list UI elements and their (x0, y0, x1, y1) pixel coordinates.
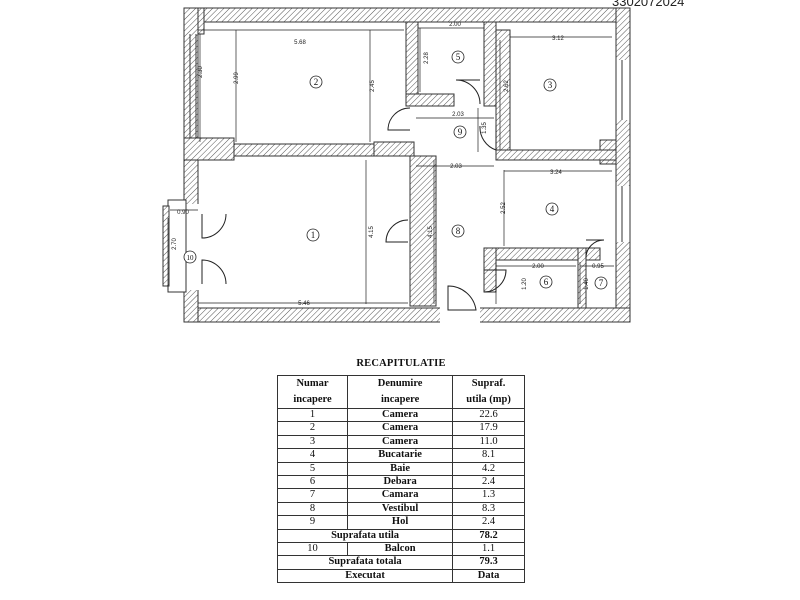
doors (201, 79, 605, 311)
header-area: Supraf. utila (mp) (452, 375, 525, 409)
svg-text:9: 9 (458, 127, 463, 137)
dim-r8-width: 2.03 (450, 164, 462, 170)
room-marker-6: 6 (539, 275, 553, 289)
outer-walls (183, 7, 631, 323)
svg-text:1: 1 (311, 230, 316, 240)
dim-r4-height: 2.52 (501, 202, 507, 214)
dim-r8-height: 4.15 (428, 226, 434, 238)
room-marker-8: 8 (451, 224, 465, 238)
svg-text:6: 6 (544, 277, 549, 287)
plan-reference-code: 3302072024 (612, 0, 684, 9)
dim-r2-width: 5.68 (294, 40, 306, 46)
dim-r4-width: 3.24 (550, 170, 562, 176)
svg-text:7: 7 (599, 278, 604, 288)
recap-section: RECAPITULATIE Numar incapere Denumire in… (276, 358, 525, 584)
header-room-number: Numar incapere (276, 375, 349, 409)
useful-area-total-row: Suprafata utila 78.2 (276, 528, 525, 544)
dimension-labels: 5.68 2.30 2.99 2.45 2.00 2.28 3.12 2.62 … (172, 22, 604, 307)
room-marker-9: 9 (453, 125, 467, 139)
room-marker-1: 1 (306, 228, 320, 242)
recap-header-row: Numar incapere Denumire incapere Supraf.… (276, 375, 525, 409)
recap-table: Numar incapere Denumire incapere Supraf.… (276, 375, 525, 584)
dim-r5-width: 2.00 (449, 22, 461, 28)
dim-r6-height: 1.20 (522, 278, 528, 290)
svg-text:10: 10 (187, 254, 195, 262)
dim-r1-height: 4.15 (369, 226, 375, 238)
dim-r9-height: 1.35 (482, 122, 488, 134)
room-marker-10: 10 (183, 250, 197, 264)
dim-r3-height: 2.62 (504, 80, 510, 92)
dim-r2-height: 2.99 (234, 72, 240, 84)
svg-text:5: 5 (456, 52, 461, 62)
grand-total-row: Suprafata totala 79.3 (276, 555, 525, 570)
dim-r7-height: 1.40 (584, 278, 590, 290)
header-room-name: Denumire incapere (347, 375, 454, 409)
recap-title: RECAPITULATIE (356, 358, 446, 369)
interior-walls (183, 21, 617, 309)
room-marker-5: 5 (451, 50, 465, 64)
dim-r5-height: 2.28 (424, 52, 430, 64)
dim-r10-width: 0.90 (177, 210, 189, 216)
svg-text:3: 3 (548, 80, 553, 90)
partial-footer-row: Executat Data (276, 568, 525, 584)
svg-text:8: 8 (456, 226, 461, 236)
dim-r6-width: 2.00 (532, 264, 544, 270)
svg-text:4: 4 (550, 204, 555, 214)
dim-r7-width: 0.95 (592, 264, 604, 270)
dim-r2-left: 2.30 (198, 66, 204, 78)
svg-text:2: 2 (314, 77, 319, 87)
dim-r9-width: 2.03 (452, 112, 464, 118)
room-marker-3: 3 (543, 78, 557, 92)
dim-r3-width: 3.12 (552, 36, 564, 42)
dim-r1-width: 5.46 (298, 301, 310, 307)
room-marker-4: 4 (545, 202, 559, 216)
dim-r10-height: 2.70 (172, 238, 178, 250)
room-markers: 1 2 3 4 5 6 7 8 9 10 (183, 50, 608, 290)
dim-r2-height-right: 2.45 (370, 80, 376, 92)
room-marker-2: 2 (309, 75, 323, 89)
room-marker-7: 7 (594, 276, 608, 290)
